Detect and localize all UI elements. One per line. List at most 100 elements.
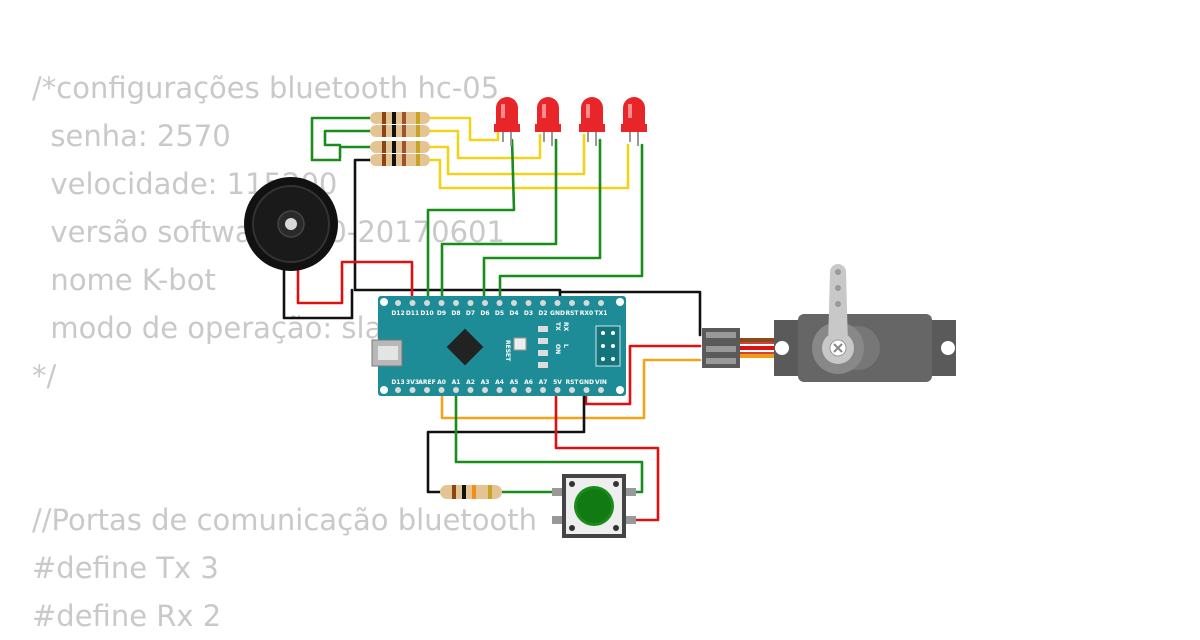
chip-label-on: ON — [554, 344, 561, 354]
wire-black — [426, 388, 586, 494]
pin-rst[interactable] — [569, 300, 575, 306]
pin-label: VIN — [595, 379, 607, 386]
pin-aref[interactable] — [424, 387, 430, 393]
pin-gnd[interactable] — [554, 300, 561, 306]
wire-black — [282, 268, 354, 320]
wire-red — [296, 260, 414, 305]
pin-label: D10 — [420, 310, 433, 317]
led-icon[interactable] — [494, 97, 520, 146]
pin-a7[interactable] — [540, 387, 546, 393]
wire-black — [558, 290, 702, 337]
code-line: /*configurações bluetooth hc-05 — [32, 71, 500, 105]
wire-green — [482, 138, 602, 302]
pin-rx0[interactable] — [583, 300, 590, 306]
code-line: #define Tx 3 — [32, 551, 219, 585]
servo-icon[interactable] — [702, 264, 956, 382]
pin-label: A7 — [539, 379, 548, 386]
wire-green — [440, 138, 558, 302]
led-icon[interactable] — [535, 97, 561, 146]
pin-label: A1 — [452, 379, 461, 386]
pin-label: D4 — [509, 310, 518, 317]
pin-5v[interactable] — [554, 387, 561, 393]
pin-gnd[interactable] — [583, 387, 590, 393]
pin-label: A6 — [524, 379, 533, 386]
pin-label: D6 — [480, 310, 489, 317]
pin-d7[interactable] — [467, 300, 474, 306]
pin-d10[interactable] — [424, 300, 430, 306]
pin-label: A4 — [495, 379, 504, 386]
resistor-icon — [370, 112, 430, 166]
pin-label: D7 — [466, 310, 475, 317]
wire-yellow-orange — [440, 358, 702, 420]
pin-label: D2 — [538, 310, 547, 317]
pin-a6[interactable] — [525, 387, 532, 393]
code-line: */ — [32, 359, 57, 393]
wire-green — [338, 145, 372, 160]
code-line: #define Rx 2 — [32, 599, 222, 633]
pin-label: TX1 — [595, 310, 608, 317]
pin-a5[interactable] — [511, 387, 517, 393]
pin-label: AREF — [418, 379, 435, 386]
pin-label: A3 — [481, 379, 490, 386]
pin-rst[interactable] — [569, 387, 575, 393]
wire-yellow — [428, 129, 542, 160]
pin-label: 5V — [553, 379, 562, 386]
pin-label: GND — [550, 310, 565, 317]
resistor-icon — [440, 485, 502, 499]
wire-green — [310, 116, 372, 162]
wire-black — [353, 158, 562, 302]
wire-yellow — [428, 116, 500, 142]
pin-label: D12 — [391, 310, 404, 317]
pin-d12[interactable] — [395, 300, 401, 306]
pin-d6[interactable] — [482, 300, 488, 306]
pin-label: A5 — [510, 379, 519, 386]
wire-green — [426, 138, 516, 302]
wire-yellow — [428, 143, 630, 190]
pin-d3[interactable] — [525, 300, 532, 306]
code-line: nome K-bot — [32, 263, 216, 297]
wire-red — [554, 388, 660, 522]
wire-red — [584, 344, 702, 406]
led-icon[interactable] — [579, 97, 605, 146]
pin-tx1[interactable] — [598, 300, 604, 306]
pin-label: A0 — [437, 379, 446, 386]
wire-yellow — [428, 133, 586, 176]
led-group — [494, 97, 647, 146]
pin-label: D3 — [524, 310, 533, 317]
code-line: //Portas de comunicação bluetooth — [32, 503, 538, 537]
pin-d2[interactable] — [540, 300, 546, 306]
chip-label-l: L — [562, 344, 569, 348]
reset-label: RESET — [504, 340, 511, 362]
reset-button[interactable] — [513, 337, 527, 351]
led-icon[interactable] — [621, 97, 647, 146]
pin-label: A2 — [466, 379, 475, 386]
pin-d8[interactable] — [453, 300, 459, 306]
pin-label: RST — [565, 379, 579, 386]
usb-icon — [371, 339, 403, 367]
pin-a2[interactable] — [467, 387, 474, 393]
pin-label: 3V3 — [406, 379, 419, 386]
code-editor-text: /*configurações bluetooth hc-05 senha: 2… — [32, 64, 537, 640]
pin-3v3[interactable] — [409, 387, 416, 393]
pin-label: D11 — [406, 310, 419, 317]
pin-a3[interactable] — [482, 387, 488, 393]
wire-green — [323, 129, 372, 147]
pin-vin[interactable] — [598, 387, 604, 393]
pin-d11[interactable] — [409, 300, 416, 306]
pin-d13[interactable] — [395, 387, 401, 393]
pushbutton-icon[interactable] — [552, 474, 636, 538]
buzzer-icon[interactable] — [244, 177, 338, 271]
microcontroller-chip — [446, 328, 484, 366]
pin-d4[interactable] — [511, 300, 517, 306]
pin-label: RX0 — [580, 310, 593, 317]
pin-label: D5 — [495, 310, 504, 317]
pin-d9[interactable] — [438, 300, 445, 306]
pin-a4[interactable] — [496, 387, 503, 393]
pin-a0[interactable] — [438, 387, 445, 393]
pin-d5[interactable] — [496, 300, 503, 306]
code-line: velocidade: 115200 — [32, 167, 338, 201]
pin-label: D9 — [437, 310, 446, 317]
pin-a1[interactable] — [453, 387, 459, 393]
